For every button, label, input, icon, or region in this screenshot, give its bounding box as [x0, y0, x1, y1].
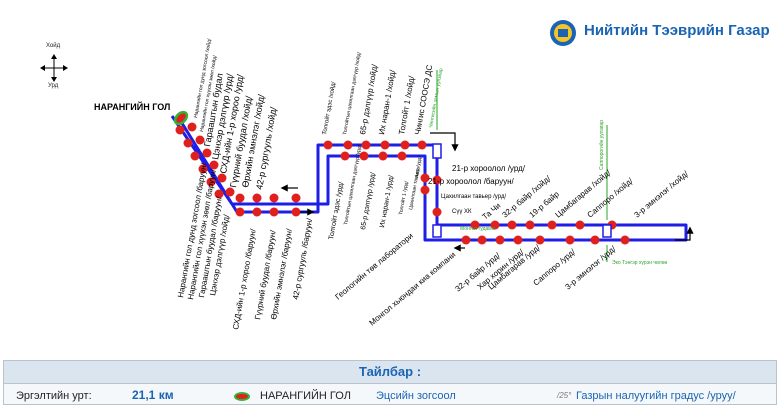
distance-label: Эргэлтийн урт: — [16, 390, 92, 402]
compass-north: Хойд — [46, 43, 61, 49]
legend-panel: Тайлбар : Эргэлтийн урт: 21,1 км НАРАНГИ… — [3, 360, 777, 405]
slope-label: Газрын налуугийн градус /уруу/ — [576, 390, 736, 402]
organization-logo-icon — [550, 20, 576, 46]
distance-value: 21,1 км — [132, 388, 174, 402]
slope-icon: /25° — [557, 391, 572, 400]
svg-text:21-р хороолол /баруун/: 21-р хороолол /баруун/ — [428, 177, 515, 186]
direction-arrows — [280, 132, 694, 252]
terminal-legend-icon — [234, 392, 250, 401]
svg-text:Саппорогийн уулзвар: Саппорогийн уулзвар — [598, 120, 605, 170]
svg-text:65-р дэлгүүр /хойд/: 65-р дэлгүүр /хойд/ — [358, 63, 379, 135]
legend-title: Тайлбар : — [4, 361, 776, 384]
svg-text:Их наран-1 /урд/: Их наран-1 /урд/ — [379, 175, 395, 229]
route-map: НАРАНГИЙН ГОЛ — [94, 38, 694, 331]
terminal-marker — [173, 110, 189, 126]
terminal-label: НАРАНГИЙН ГОЛ — [94, 101, 170, 112]
svg-text:Их наран-1 /хойд/: Их наран-1 /хойд/ — [377, 69, 397, 136]
svg-text:Толгойт эдэс /урд/: Толгойт эдэс /урд/ — [327, 181, 345, 240]
route-line — [170, 115, 688, 242]
svg-text:Та Чи: Та Чи — [481, 201, 503, 221]
svg-text:21-р хороолол /урд/: 21-р хороолол /урд/ — [452, 164, 526, 173]
svg-text:Сүү ХК: Сүү ХК — [452, 209, 472, 215]
svg-text:Монгол гудамж: Монгол гудамж — [460, 226, 496, 232]
svg-text:Цахилгаан тавьер /урд/: Цахилгаан тавьер /урд/ — [408, 155, 423, 210]
svg-text:Авто: Авто — [414, 166, 422, 178]
svg-text:Эко Тэнгэр хүрэн чөлөө: Эко Тэнгэр хүрэн чөлөө — [612, 260, 667, 266]
final-stop-label: Эцсийн зогсоол — [376, 390, 456, 402]
junction-lines — [436, 70, 608, 262]
svg-text:Цамбагарав /хойд/: Цамбагарав /хойд/ — [554, 168, 613, 220]
compass-icon — [40, 54, 68, 82]
traffic-light-icon — [432, 143, 612, 238]
svg-text:Цахилгаан тавьер /урд/: Цахилгаан тавьер /урд/ — [441, 194, 506, 200]
stop-markers — [175, 122, 630, 245]
svg-text:65-р дэлгүүр /урд/: 65-р дэлгүүр /урд/ — [360, 172, 377, 231]
compass-south: Урд — [48, 83, 59, 89]
stop-labels-top: Нарангийн гол дунд зогсоол /хойд/ Наранг… — [192, 38, 434, 191]
stop-labels-bottom: Нарангийн гол дунд зогсоол /баруун/ Нара… — [176, 144, 423, 331]
organization-title: Нийтийн Тээврийн Газар — [584, 22, 770, 39]
svg-text:Толгойт эдэс /хойд/: Толгойт эдэс /хойд/ — [321, 81, 337, 135]
svg-text:3-р эмнэлэг /хойд/: 3-р эмнэлэг /хойд/ — [633, 169, 691, 220]
terminal-legend-label: НАРАНГИЙН ГОЛ — [260, 390, 351, 402]
svg-text:42-р сургууль /баруун/: 42-р сургууль /баруун/ — [291, 217, 314, 301]
